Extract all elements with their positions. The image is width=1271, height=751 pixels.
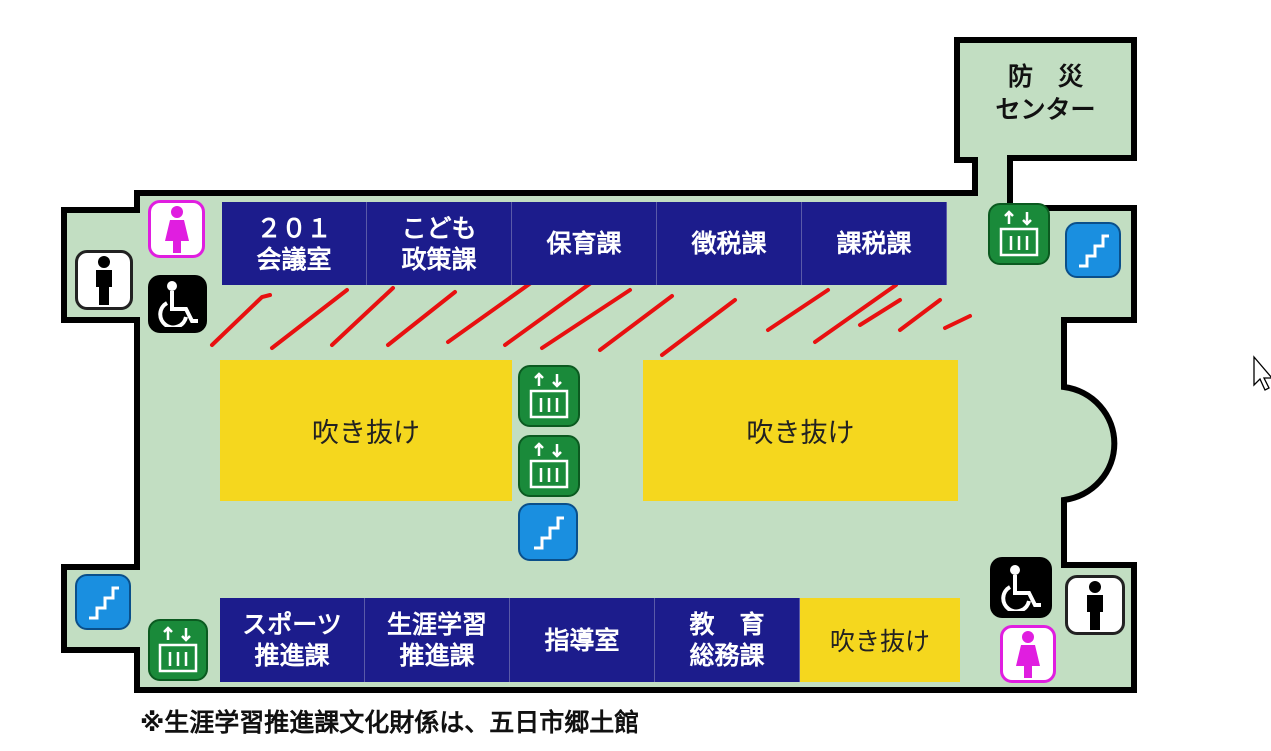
room-childcare: 保育課 xyxy=(512,202,657,285)
atrium-bottom: 吹き抜け xyxy=(800,598,960,682)
elevator-icon xyxy=(988,203,1050,265)
stairs-icon xyxy=(75,574,131,630)
room-guidance: 指導室 xyxy=(510,598,655,682)
elevator-icon xyxy=(518,365,580,427)
room-201-meeting: ２０１ 会議室 xyxy=(222,202,367,285)
room-tax-collection: 徴税課 xyxy=(657,202,802,285)
stairs-icon xyxy=(518,503,578,561)
room-education-general-affairs: 教 育 総務課 xyxy=(655,598,800,682)
room-sports-promotion: スポーツ 推進課 xyxy=(220,598,365,682)
disaster-center-room: 防 災 センター xyxy=(957,60,1134,126)
accessible-restroom-icon xyxy=(990,557,1052,618)
elevator-icon xyxy=(148,619,208,681)
atrium-left: 吹き抜け xyxy=(220,360,512,501)
atrium-right: 吹き抜け xyxy=(643,360,958,501)
womens-restroom-icon xyxy=(1000,625,1056,683)
disaster-center-line1: 防 災 xyxy=(1007,62,1083,91)
mens-restroom-icon xyxy=(75,250,133,310)
footnote: ※生涯学習推進課文化財係は、五日市郷土館 xyxy=(140,708,640,737)
elevator-icon xyxy=(518,435,580,497)
mouse-cursor-icon xyxy=(1253,355,1271,391)
mens-restroom-icon xyxy=(1065,575,1125,635)
room-children-policy: こども 政策課 xyxy=(367,202,512,285)
red-annotation-strokes xyxy=(210,273,972,357)
womens-restroom-icon xyxy=(148,200,205,258)
disaster-center-line2: センター xyxy=(995,95,1096,124)
room-taxation: 課税課 xyxy=(802,202,947,285)
stairs-icon xyxy=(1065,222,1121,278)
room-lifelong-learning: 生涯学習 推進課 xyxy=(365,598,510,682)
accessible-restroom-icon xyxy=(148,275,207,333)
